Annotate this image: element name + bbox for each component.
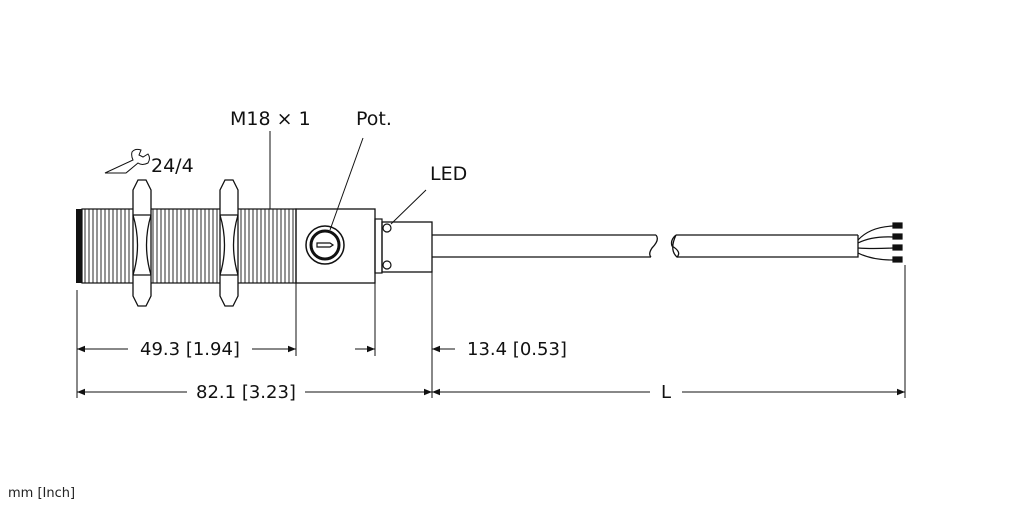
connector-length-dim: 13.4 [0.53] [467, 339, 567, 360]
cable-length-dim: L [661, 382, 671, 403]
led-icon [382, 260, 392, 270]
thread-label: M18 × 1 [230, 108, 311, 130]
wire-ends [857, 222, 903, 263]
ring [374, 218, 383, 274]
thread-length-dim: 49.3 [1.94] [140, 339, 240, 360]
led-label: LED [430, 163, 467, 185]
nut-1 [132, 179, 152, 307]
pot-leader [329, 137, 364, 231]
wrench-icon [104, 148, 150, 174]
dimension-lines [77, 345, 905, 396]
cable-gland [381, 221, 433, 273]
nut-2 [219, 179, 239, 307]
units-note: mm [Inch] [8, 486, 76, 501]
total-length-dim: 82.1 [3.23] [196, 382, 296, 403]
pot-label: Pot. [356, 108, 392, 130]
wrench-size-label: 24/4 [151, 155, 194, 177]
led-icon [382, 223, 392, 233]
extension-lines [76, 265, 906, 398]
cable [432, 234, 859, 258]
led-leader [390, 189, 427, 225]
threaded-body [76, 208, 297, 284]
housing [295, 208, 376, 284]
potentiometer-icon [305, 225, 345, 265]
